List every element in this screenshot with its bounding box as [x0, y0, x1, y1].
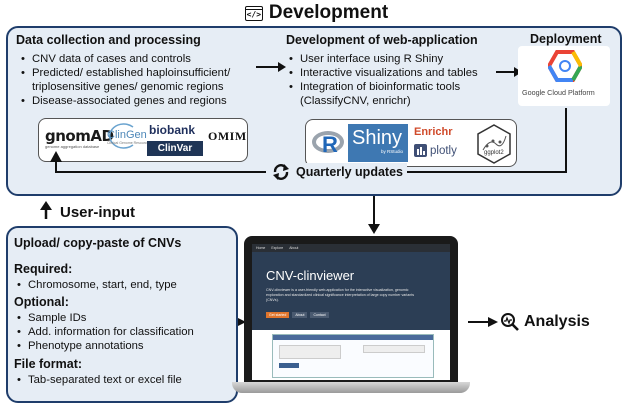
optional-list: Sample IDs Add. information for classifi…	[16, 311, 236, 353]
web-dev-heading: Development of web-application	[286, 33, 478, 47]
nav-item[interactable]: Home	[256, 246, 266, 250]
web-dev-list: User interface using R Shiny Interactive…	[288, 52, 518, 108]
diagram-title: </> Development	[0, 0, 633, 26]
nav-item[interactable]: Explore	[271, 246, 284, 250]
user-input-label: User-input	[60, 204, 135, 221]
app-screenshot: Home Explore About CNV-clinviewer CNV-cl…	[252, 244, 450, 380]
data-sources-logo-box: gnomAD genome aggregation database ClinG…	[38, 118, 248, 162]
arrow-to-webdev	[256, 62, 286, 72]
list-item: User interface using R Shiny	[288, 52, 518, 66]
list-item: Add. information for classification	[16, 325, 236, 339]
list-item: triplosensitive genes/ genomic regions	[32, 81, 224, 93]
gcp-logo: Google Cloud Platform	[518, 46, 610, 106]
clingen-logo: ClinGen Clinical Genome Resource	[107, 123, 149, 149]
app-buttons: Get started About Contact	[266, 312, 329, 318]
biobank-logo: biobank	[149, 123, 196, 137]
app-title: CNV-clinviewer	[266, 268, 355, 283]
get-started-button[interactable]: Get started	[266, 312, 290, 318]
app-textarea[interactable]	[279, 345, 341, 359]
deployment-heading: Deployment	[530, 32, 602, 46]
about-button[interactable]: About	[292, 312, 308, 318]
app-upload-card	[272, 334, 434, 378]
optional-label: Optional:	[14, 295, 69, 309]
shiny-logo: Shiny by RStudio	[348, 124, 408, 162]
laptop-screen: Home Explore About CNV-clinviewer CNV-cl…	[244, 236, 458, 382]
app-description: CNV-clinviewer is a user-friendly web-ap…	[266, 288, 415, 302]
gcp-hexagon-icon	[548, 50, 582, 82]
code-window-icon: </>	[244, 5, 263, 21]
list-item: Predicted/ established haploinsufficient…	[20, 66, 275, 80]
quarterly-updates-label: Quarterly updates	[268, 163, 407, 181]
list-item: (ClassifyCNV, enrichr)	[300, 95, 411, 107]
file-format-list: Tab-separated text or excel file	[16, 373, 236, 387]
app-hero: CNV-clinviewer CNV-clinviewer is a user-…	[252, 252, 450, 330]
enrichr-logo: Enrichr	[414, 126, 453, 138]
data-collection-list: CNV data of cases and controls Predicted…	[20, 52, 275, 108]
list-item: Disease-associated genes and regions	[20, 94, 275, 108]
list-item: Interactive visualizations and tables	[288, 66, 518, 80]
list-item: Integration of bioinformatic tools	[288, 80, 518, 94]
laptop-base	[232, 382, 470, 393]
gnomad-logo: gnomAD genome aggregation database	[45, 127, 114, 149]
data-collection-heading: Data collection and processing	[16, 33, 201, 47]
app-submit-button[interactable]	[279, 363, 299, 368]
ggplot2-logo: ggplot2	[476, 124, 512, 169]
r-logo: R	[312, 128, 346, 158]
clinvar-logo: ClinVar	[147, 141, 203, 156]
omim-logo: OMIM	[208, 129, 247, 143]
plotly-logo: plotly	[414, 144, 457, 157]
contact-button[interactable]: Contact	[310, 312, 329, 318]
analysis-label: Analysis	[500, 312, 590, 332]
required-list: Chromosome, start, end, type	[16, 278, 236, 292]
list-item: Phenotype annotations	[16, 339, 236, 353]
list-item: Sample IDs	[16, 311, 236, 325]
upload-heading: Upload/ copy-paste of CNVs	[14, 236, 182, 250]
file-format-label: File format:	[14, 357, 83, 371]
list-item: Tab-separated text or excel file	[16, 373, 236, 387]
list-item: Chromosome, start, end, type	[16, 278, 236, 292]
magnifier-chart-icon	[501, 313, 519, 331]
list-item: CNV data of cases and controls	[20, 52, 275, 66]
plotly-icon	[414, 144, 427, 157]
tools-logo-box: R Shiny by RStudio Enrichr plotly ggplot…	[305, 119, 517, 167]
nav-item[interactable]: About	[289, 246, 299, 250]
app-input[interactable]	[363, 345, 425, 353]
required-label: Required:	[14, 262, 73, 276]
refresh-icon	[273, 164, 289, 180]
title-text: Development	[268, 2, 389, 23]
app-navbar: Home Explore About	[252, 244, 450, 252]
